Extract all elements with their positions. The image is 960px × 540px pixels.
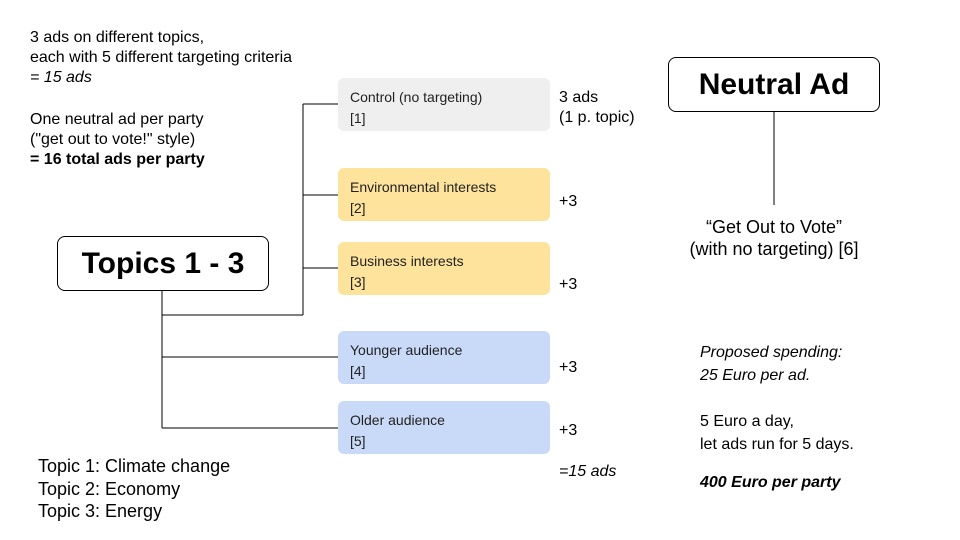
category-control: Control (no targeting) [1] (338, 78, 550, 131)
topic-item: Topic 3: Energy (38, 501, 163, 521)
category-label: Environmental interests (350, 179, 497, 195)
neutral-ad-title: Neutral Ad (698, 67, 850, 101)
spending-line-1: Proposed spending: (700, 344, 843, 361)
spending-line-4: let ads run for 5 days. (700, 436, 854, 453)
category-number: [1] (350, 110, 366, 126)
neutral-ad-caption: “Get Out to Vote” (with no targeting) [6… (664, 216, 884, 260)
category-label: Control (no targeting) (350, 89, 483, 105)
intro-notes: 3 ads on different topics, each with 5 d… (30, 28, 330, 170)
topics-box-label: Topics 1 - 3 (81, 246, 245, 280)
intro-line-2: each with 5 different targeting criteria (30, 49, 293, 66)
category-older: Older audience [5] (338, 401, 550, 454)
category-environmental: Environmental interests [2] (338, 168, 550, 221)
spending-notes: Proposed spending: 25 Euro per ad. 5 Eur… (700, 341, 940, 494)
intro-line-4: One neutral ad per party (30, 111, 204, 128)
category-business: Business interests [3] (338, 242, 550, 295)
total-count: =15 ads (559, 463, 617, 480)
category-younger: Younger audience [4] (338, 331, 550, 384)
spending-line-2: 25 Euro per ad. (700, 367, 811, 384)
count-environmental: +3 (559, 193, 578, 210)
count-line: 3 ads (559, 89, 599, 106)
neutral-caption-line-2: (with no targeting) [6] (689, 239, 859, 259)
spending-line-5: 400 Euro per party (700, 474, 841, 491)
count-control: 3 ads (1 p. topic) (559, 88, 635, 128)
intro-line-1: 3 ads on different topics, (30, 29, 205, 46)
category-label: Older audience (350, 412, 445, 428)
topic-list: Topic 1: Climate change Topic 2: Economy… (38, 455, 230, 523)
category-label: Business interests (350, 253, 464, 269)
topic-item: Topic 2: Economy (38, 478, 181, 499)
intro-line-6: = 16 total ads per party (30, 151, 205, 168)
intro-line-5: ("get out to vote!" style) (30, 131, 196, 148)
intro-line-3: = 15 ads (30, 69, 92, 86)
count-younger: +3 (559, 359, 578, 376)
count-business: +3 (559, 276, 578, 293)
category-number: [3] (350, 274, 366, 290)
category-number: [2] (350, 200, 366, 216)
neutral-caption-line-1: “Get Out to Vote” (705, 217, 843, 237)
category-number: [4] (350, 363, 366, 379)
count-older: +3 (559, 422, 578, 439)
neutral-ad-box: Neutral Ad (668, 57, 880, 112)
topics-box: Topics 1 - 3 (57, 236, 269, 291)
count-line: (1 p. topic) (559, 109, 635, 126)
category-number: [5] (350, 433, 366, 449)
spending-line-3: 5 Euro a day, (700, 413, 794, 430)
category-label: Younger audience (350, 342, 463, 358)
topic-item: Topic 1: Climate change (38, 456, 231, 476)
